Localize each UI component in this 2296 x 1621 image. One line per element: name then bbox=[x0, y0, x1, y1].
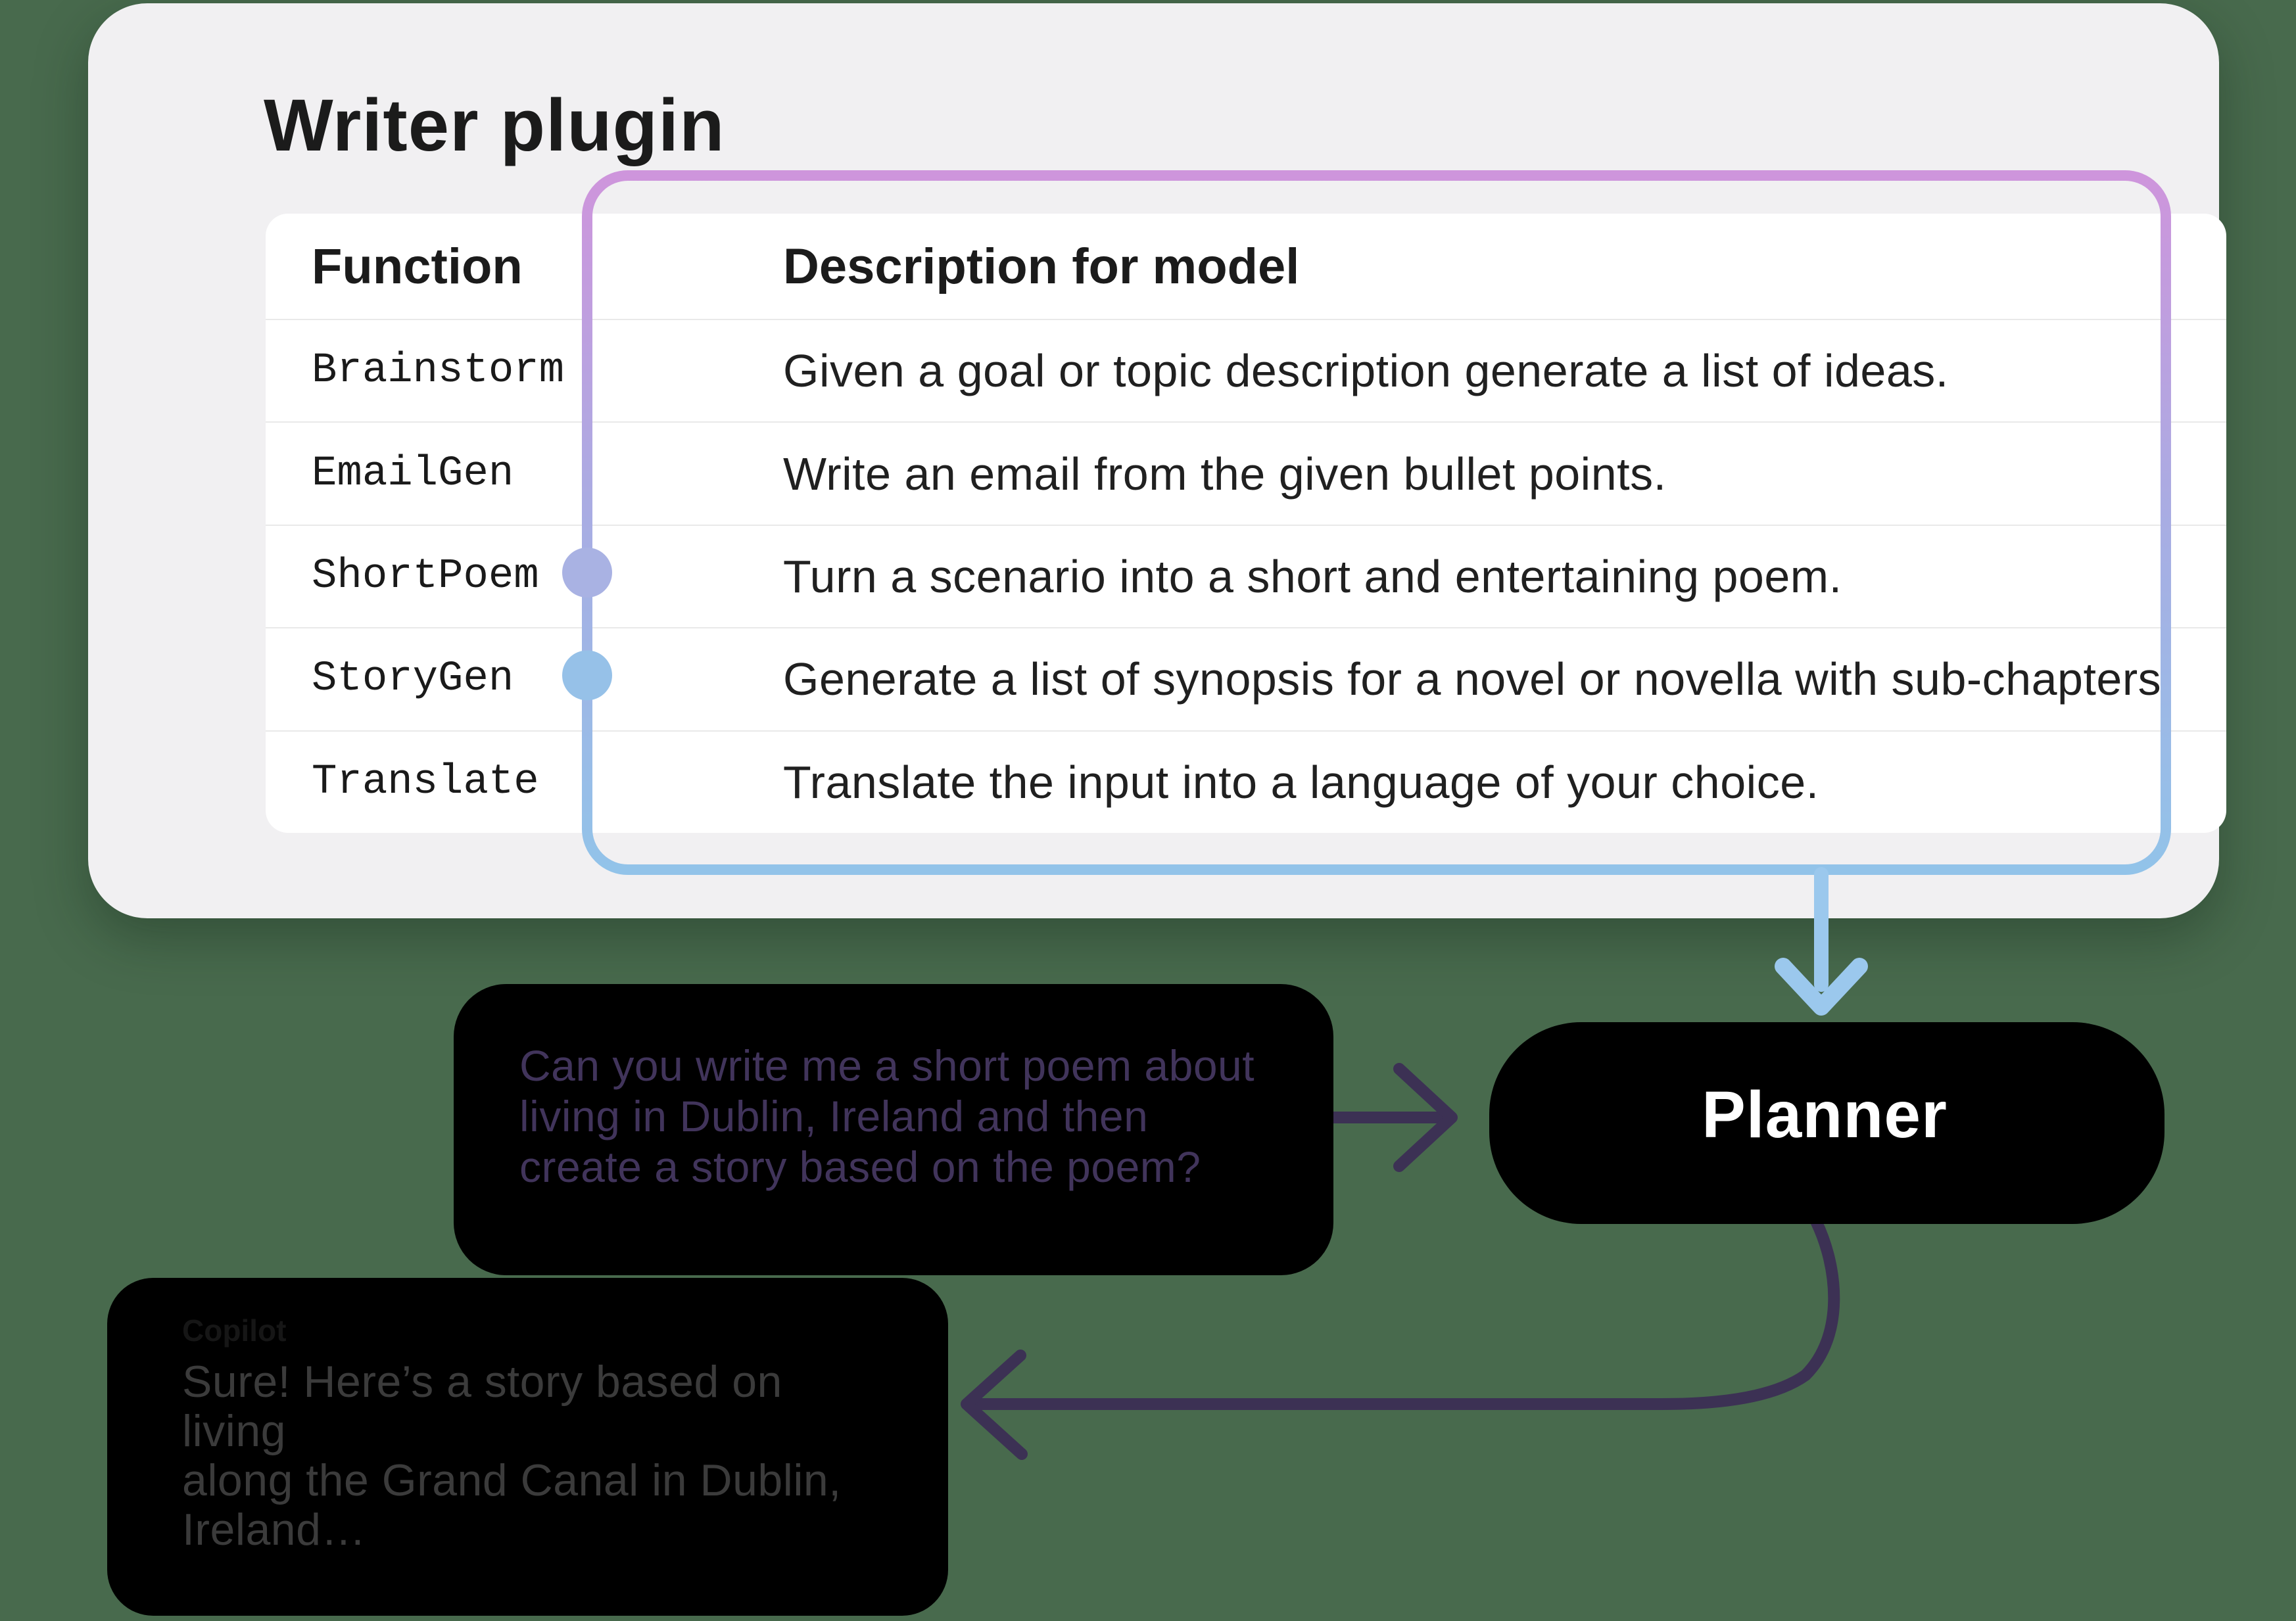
table-row: EmailGen Write an email from the given b… bbox=[266, 421, 2226, 524]
function-description-cell: Given a goal or topic description genera… bbox=[783, 345, 1949, 397]
table-row: Translate Translate the input into a lan… bbox=[266, 730, 2226, 833]
planner-node: Planner bbox=[1489, 1022, 2164, 1224]
copilot-author-label: Copilot bbox=[182, 1313, 287, 1348]
function-description-cell: Generate a list of synopsis for a novel … bbox=[783, 653, 2175, 705]
function-name-cell: Brainstorm bbox=[312, 347, 565, 395]
copilot-message-text: Sure! Here’s a story based on living alo… bbox=[182, 1357, 842, 1555]
user-message-text: Can you write me a short poem about livi… bbox=[519, 1041, 1255, 1191]
function-name-cell: ShortPoem bbox=[312, 552, 539, 600]
column-header-function: Function bbox=[312, 238, 523, 294]
function-description-cell: Translate the input into a language of y… bbox=[783, 756, 1819, 808]
function-name-cell: EmailGen bbox=[312, 450, 514, 498]
writer-plugin-card: Writer plugin Function Description for m… bbox=[88, 3, 2226, 918]
plugin-title: Writer plugin bbox=[264, 84, 725, 166]
table-header-row: Function Description for model bbox=[266, 214, 2226, 319]
column-header-description: Description for model bbox=[783, 238, 1300, 294]
function-name-cell: StoryGen bbox=[312, 655, 514, 703]
user-message-bubble: Can you write me a short poem about livi… bbox=[454, 984, 1333, 1275]
user-to-planner-arrow bbox=[1317, 1063, 1458, 1172]
function-table: Function Description for model Brainstor… bbox=[266, 214, 2226, 833]
table-row: ShortPoem Turn a scenario into a short a… bbox=[266, 524, 2226, 627]
table-row: StoryGen Generate a list of synopsis for… bbox=[266, 627, 2226, 730]
function-description-cell: Write an email from the given bullet poi… bbox=[783, 448, 1667, 500]
table-row: Brainstorm Given a goal or topic descrip… bbox=[266, 319, 2226, 421]
copilot-message-bubble: Copilot Sure! Here’s a story based on li… bbox=[107, 1278, 948, 1616]
function-description-cell: Turn a scenario into a short and enterta… bbox=[783, 550, 1842, 602]
function-name-cell: Translate bbox=[312, 758, 539, 806]
planner-label: Planner bbox=[1702, 1077, 1948, 1152]
